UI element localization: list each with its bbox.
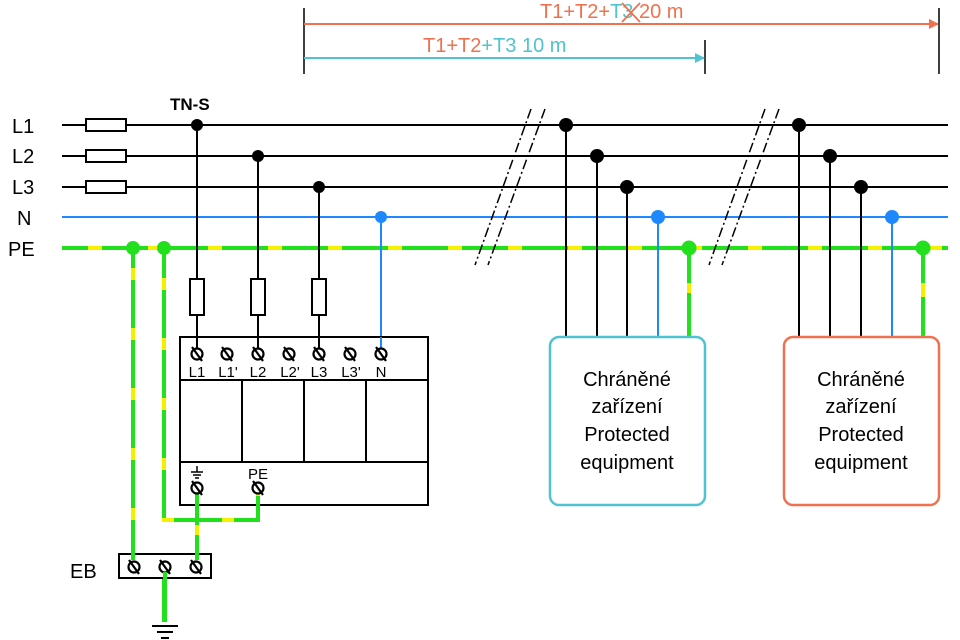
junction-l1 (191, 119, 203, 131)
busbars (62, 124, 948, 250)
fuse-l1-icon (85, 118, 127, 132)
protected-equipment-2: Chráněné zařízení Protected equipment (782, 118, 941, 507)
terminal-label: L2' (280, 364, 300, 381)
junction-pe (157, 241, 171, 255)
dim-label-20m: T1+T2+T3 20 m (540, 1, 683, 23)
pe-wiring (126, 241, 265, 622)
terminal-screw-icon (158, 558, 172, 576)
terminal-screw-icon (343, 345, 357, 363)
equipment-label: Chráněné (583, 369, 671, 391)
eb-label: EB (70, 561, 97, 583)
terminal-label: L3' (341, 364, 361, 381)
dimension-long: T1+T2+T3 20 m (303, 1, 940, 74)
system-label: TN-S (170, 95, 210, 114)
equipment-label: equipment (814, 452, 908, 474)
fuse-l2-icon (85, 149, 127, 163)
label-n: N (17, 208, 31, 230)
fuse-l3-icon (85, 180, 127, 194)
label-l2: L2 (12, 146, 34, 168)
label-pe: PE (8, 239, 35, 261)
terminal-screw-icon (190, 345, 204, 363)
equipment-label: zařízení (591, 396, 663, 418)
earth-symbol-icon (191, 466, 203, 479)
spd-fuse-l3-icon (311, 278, 327, 316)
junction-l2 (252, 150, 264, 162)
input-fuses (85, 118, 127, 194)
terminal-screw-icon (251, 479, 265, 497)
t3-crossed-out-icon (621, 2, 641, 23)
spd-fuse-l2-icon (250, 278, 266, 316)
equipotential-bonding-bar: EB (70, 548, 212, 639)
terminal-label: L1' (218, 364, 238, 381)
dim-label-10m: T1+T2+T3 10 m (423, 35, 566, 57)
break-mark-1-icon (474, 108, 546, 266)
equipment-label: Chráněné (817, 369, 905, 391)
break-mark-2-icon (708, 108, 780, 266)
terminal-label: L3 (311, 364, 328, 381)
junction-l3 (313, 181, 325, 193)
terminal-screw-icon (374, 345, 388, 363)
equipment-label: Protected (584, 424, 670, 446)
terminal-screw-icon (127, 558, 141, 576)
label-l1: L1 (12, 116, 34, 138)
label-l3: L3 (12, 177, 34, 199)
terminal-label: L2 (250, 364, 267, 381)
terminal-screw-icon (220, 345, 234, 363)
spd-connections (189, 119, 387, 352)
dimension-short: T1+T2+T3 10 m (304, 35, 706, 74)
terminal-label: L1 (189, 364, 206, 381)
junction-n (375, 211, 387, 223)
terminal-label: N (376, 364, 387, 381)
equipment-label: Protected (818, 424, 904, 446)
terminal-screw-icon (312, 345, 326, 363)
terminal-screw-icon (189, 558, 203, 576)
terminal-screw-icon (282, 345, 296, 363)
equipment-label: equipment (580, 452, 674, 474)
spd-fuse-l1-icon (189, 278, 205, 316)
terminal-screw-icon (251, 345, 265, 363)
junction-pe (126, 241, 140, 255)
equipment-label: zařízení (825, 396, 897, 418)
spd-pe-label: PE (248, 466, 268, 483)
protected-equipment-1: Chráněné zařízení Protected equipment (548, 118, 707, 507)
terminal-screw-icon (190, 479, 204, 497)
ground-symbol-icon (152, 625, 178, 639)
surge-protection-device: L1 L1' L2 L2' L3 L3' N PE (179, 336, 429, 506)
